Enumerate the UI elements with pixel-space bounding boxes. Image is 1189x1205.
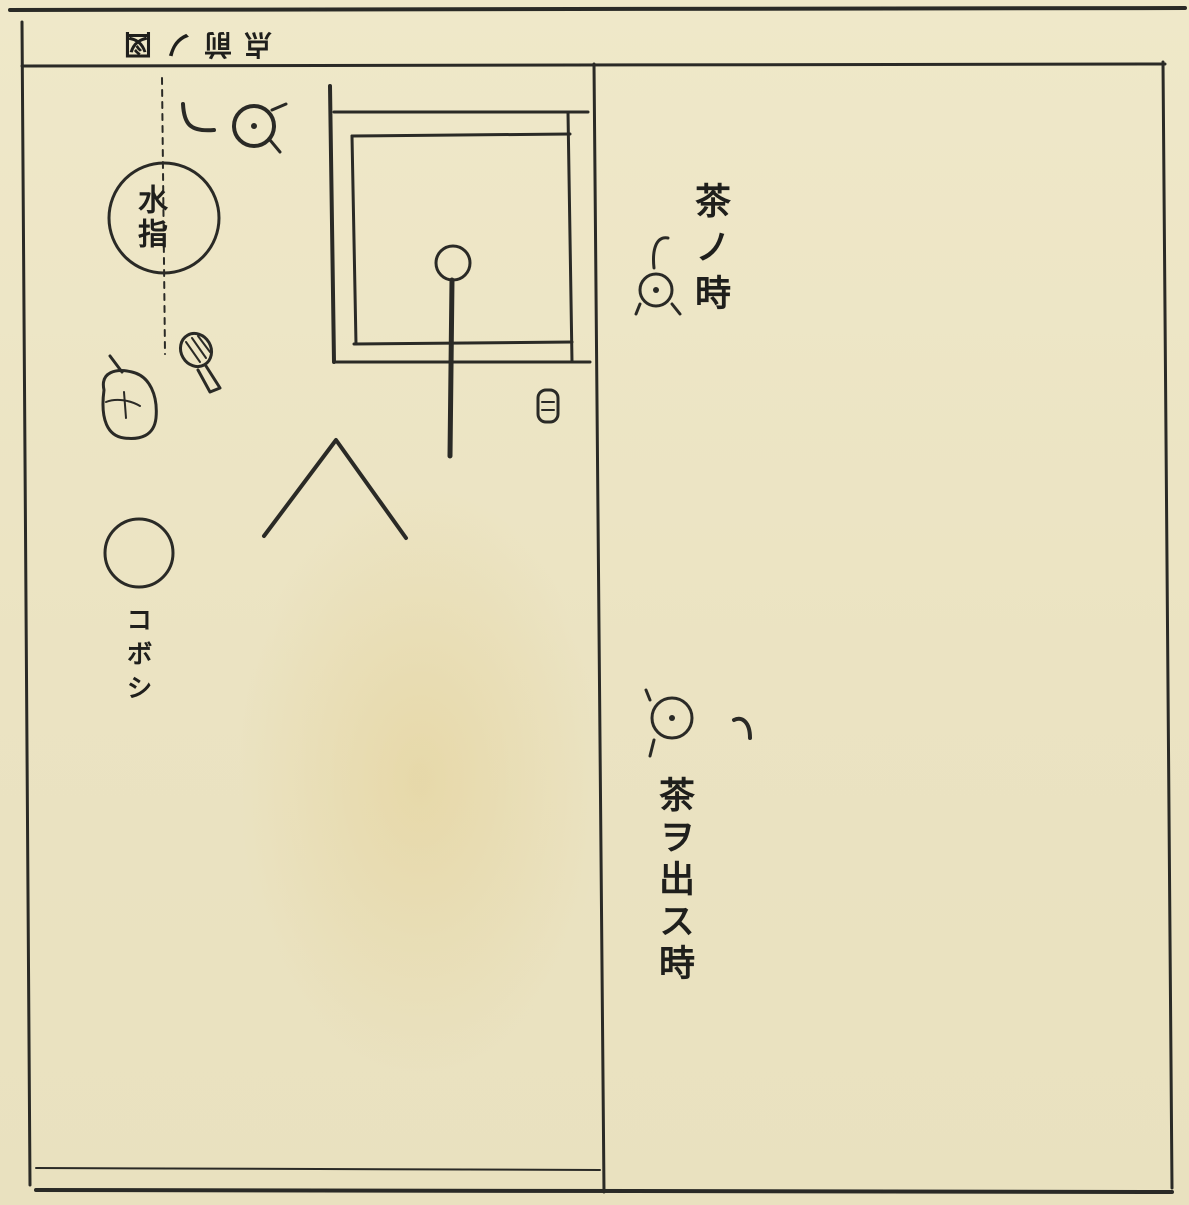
dotted-guide-line [161,77,166,355]
kobosi-label: コボシ [122,606,152,708]
page-frame [8,6,1187,1194]
mizusashi-label: 水指 [132,184,167,252]
mizusashi-circle [107,161,221,275]
caddy-icon [536,388,560,424]
hearth-square [328,84,592,364]
header-caption: 点前ノ図 [112,28,273,61]
cha-time-label: 茶ノ時 [689,182,731,320]
cha-dasu-time-label: 茶ヲ出ス時 [653,776,695,986]
right-bowl-lower [644,688,752,758]
scoop-icon [434,244,472,459]
host-position-mark [262,438,408,540]
right-bowl-upper [634,236,682,316]
tea-whisk-icon [178,331,222,394]
tea-bowl-icon [101,354,158,440]
ladle-icon [181,102,288,154]
kobosi-circle [103,517,175,589]
